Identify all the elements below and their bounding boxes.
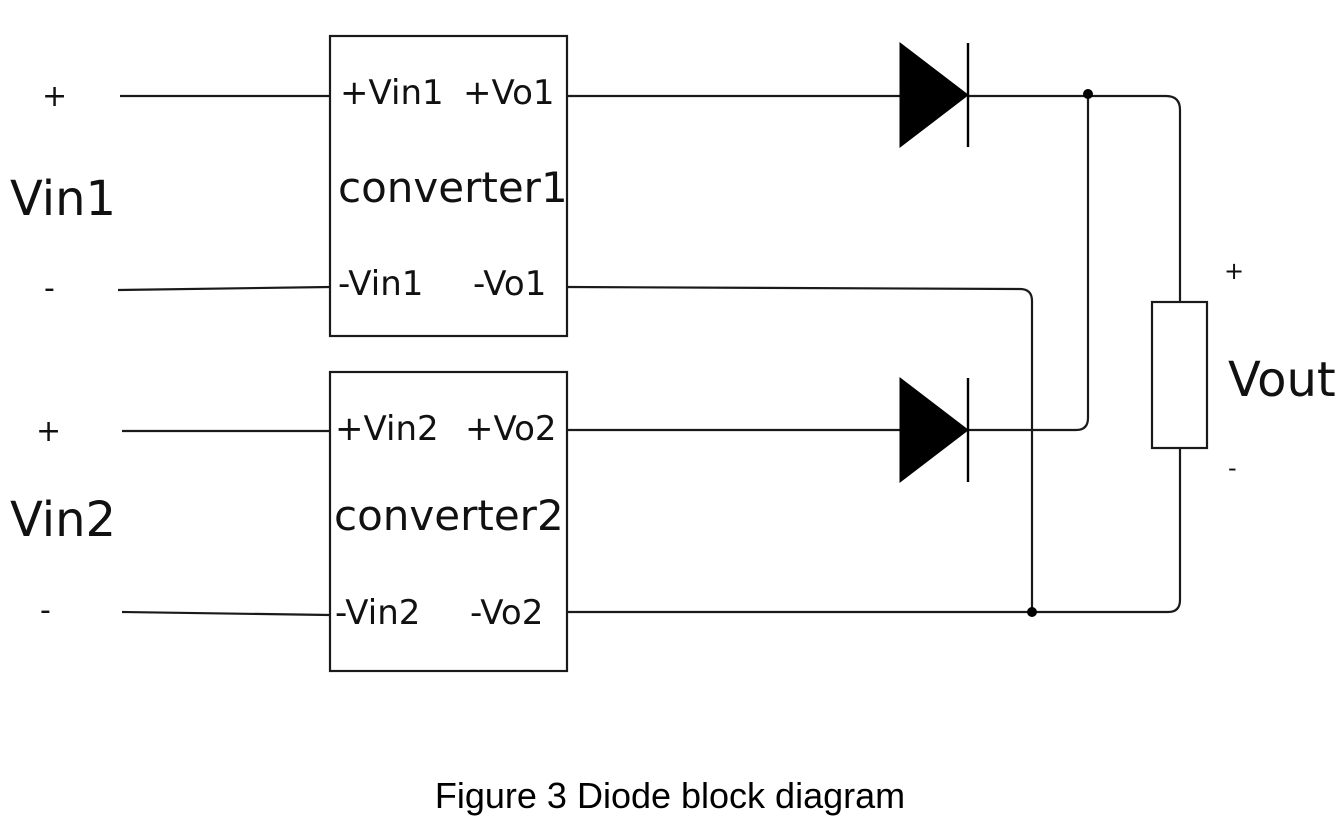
converter2-pin-vo-neg: -Vo2 [470,593,543,633]
converter1-pin-vin-neg: -Vin1 [338,264,423,304]
vin2-minus-sign: - [40,593,51,628]
vin1-minus-sign: - [44,271,55,306]
vout-plus-sign: + [1224,257,1244,285]
vo2-negative-wire [567,448,1182,614]
diode2-output-wire [968,94,1090,432]
converter1-pin-vo-pos: +Vo1 [463,73,555,113]
vin1-plus-sign: + [42,79,67,114]
vout-minus-sign: - [1228,454,1237,482]
converter1-box [328,34,569,338]
vin1-negative-wire [117,285,331,292]
negative-junction-dot [1027,607,1037,617]
vin2-plus-sign: + [36,414,61,449]
converter2-label: converter2 [334,491,564,540]
diode1-triangle-icon [899,41,969,149]
vo1-negative-wire [566,285,1034,612]
diode1-output-wire [968,94,1182,302]
vin1-label: Vin1 [10,171,116,227]
converter1-label: converter1 [338,163,568,212]
converter2-pin-vin-neg: -Vin2 [335,593,420,633]
converter1-pin-vin-pos: +Vin1 [340,73,444,113]
load-resistor [1150,300,1209,450]
diode2-triangle-icon [899,376,969,484]
vin2-label: Vin2 [10,492,116,548]
figure-caption: Figure 3 Diode block diagram [435,775,905,816]
converter1-pin-vo-neg: -Vo1 [473,264,546,304]
vin2-negative-wire [121,610,331,617]
converter2-pin-vo-pos: +Vo2 [465,409,557,449]
converter2-pin-vin-pos: +Vin2 [335,409,439,449]
positive-junction-dot [1083,89,1093,99]
vout-label: Vout [1228,352,1336,408]
converter2-box [328,370,569,673]
